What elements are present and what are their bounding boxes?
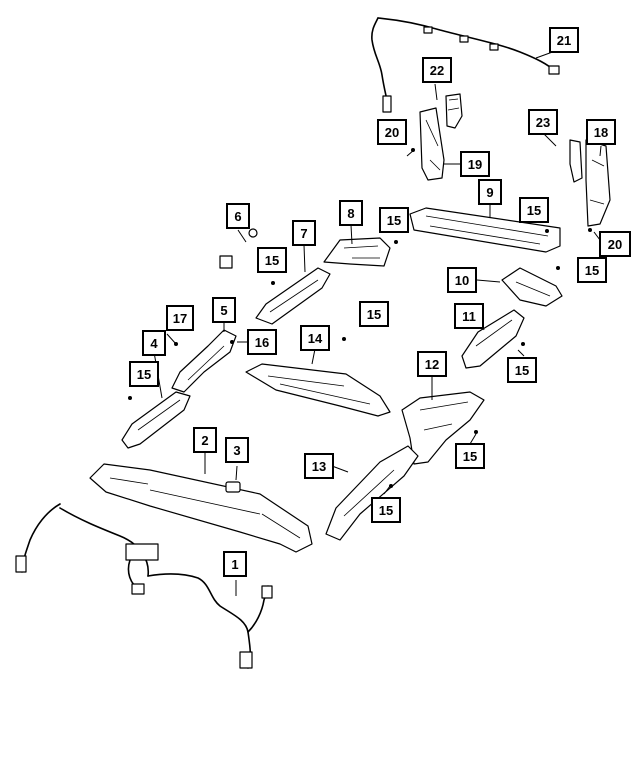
svg-text:7: 7	[300, 226, 307, 241]
svg-text:15: 15	[367, 307, 381, 322]
part-2-crossmember	[89, 463, 313, 553]
part-22-bracket	[445, 93, 463, 129]
part-13-rail	[325, 445, 419, 541]
connector-icon	[261, 585, 273, 599]
svg-text:9: 9	[486, 185, 493, 200]
callout-13: 13	[304, 453, 334, 479]
svg-text:15: 15	[265, 253, 279, 268]
callout-10: 10	[447, 267, 477, 293]
callout-14: 14	[300, 325, 330, 351]
svg-text:18: 18	[594, 125, 608, 140]
part-18-pillar	[585, 139, 611, 227]
svg-text:15: 15	[585, 263, 599, 278]
callout-23: 23	[528, 109, 558, 135]
part-5-bracket	[171, 329, 237, 393]
callout-15-f: 15	[507, 357, 537, 383]
svg-text:23: 23	[536, 115, 550, 130]
callout-21: 21	[549, 27, 579, 53]
callout-15-a: 15	[257, 247, 287, 273]
part-6-fastener	[219, 228, 258, 269]
svg-text:3: 3	[233, 443, 240, 458]
part-4-rail	[121, 391, 191, 449]
svg-text:8: 8	[347, 206, 354, 221]
callout-15-i: 15	[371, 497, 401, 523]
svg-text:11: 11	[462, 309, 476, 324]
connector-icon	[15, 555, 27, 573]
svg-text:20: 20	[385, 125, 399, 140]
svg-text:5: 5	[220, 303, 227, 318]
callout-9: 9	[478, 179, 502, 205]
callout-15-g: 15	[129, 361, 159, 387]
callout-7: 7	[292, 220, 316, 246]
svg-text:15: 15	[515, 363, 529, 378]
callout-5: 5	[212, 297, 236, 323]
callout-8: 8	[339, 200, 363, 226]
callout-4: 4	[142, 330, 166, 356]
part-23-bracket	[569, 139, 583, 183]
svg-text:17: 17	[173, 311, 187, 326]
callout-16: 16	[247, 329, 277, 355]
svg-text:15: 15	[379, 503, 393, 518]
connector-icon	[125, 543, 159, 561]
callout-20-a: 20	[377, 119, 407, 145]
clips	[128, 148, 592, 488]
callout-20-b: 20	[599, 231, 631, 257]
part-19-pillar	[419, 107, 445, 181]
svg-text:15: 15	[137, 367, 151, 382]
part-9-sill-rail	[409, 207, 561, 253]
part-10-bracket	[501, 267, 563, 307]
part-14-crossmember	[245, 363, 391, 417]
callout-6: 6	[226, 203, 250, 229]
part-7-rail	[255, 267, 331, 325]
callout-15-c: 15	[519, 197, 549, 223]
callout-1: 1	[223, 551, 247, 577]
callout-11: 11	[454, 303, 484, 329]
svg-text:19: 19	[468, 157, 482, 172]
callout-3: 3	[225, 437, 249, 463]
svg-text:15: 15	[387, 213, 401, 228]
connector-icon	[239, 651, 253, 669]
svg-text:15: 15	[527, 203, 541, 218]
svg-text:4: 4	[150, 336, 158, 351]
callout-18: 18	[586, 119, 616, 145]
svg-text:6: 6	[234, 209, 241, 224]
callout-19: 19	[460, 151, 490, 177]
callout-2: 2	[193, 427, 217, 453]
svg-text:10: 10	[455, 273, 469, 288]
callout-15-h: 15	[455, 443, 485, 469]
clip-icon	[489, 43, 499, 51]
svg-text:14: 14	[308, 331, 323, 346]
svg-text:15: 15	[463, 449, 477, 464]
svg-text:1: 1	[231, 557, 238, 572]
callout-15-b: 15	[379, 207, 409, 233]
callout-12: 12	[417, 351, 447, 377]
part-8-bracket	[323, 237, 391, 267]
leader-lines	[153, 49, 602, 596]
connector-icon	[382, 95, 392, 113]
svg-text:12: 12	[425, 357, 439, 372]
connector-icon	[131, 583, 145, 595]
svg-text:16: 16	[255, 335, 269, 350]
svg-text:20: 20	[608, 237, 622, 252]
callout-15-e: 15	[359, 301, 389, 327]
part-21-roof-harness	[371, 17, 560, 113]
callout-17: 17	[166, 305, 194, 331]
clip-icon	[459, 35, 469, 43]
svg-text:22: 22	[430, 63, 444, 78]
connector-icon	[548, 65, 560, 75]
clip-icon	[423, 26, 433, 34]
svg-text:21: 21	[557, 33, 571, 48]
callout-22: 22	[422, 57, 452, 83]
callout-15-d: 15	[577, 257, 607, 283]
part-1-floor-harness	[15, 503, 273, 669]
part-3-plug	[225, 481, 241, 493]
svg-text:2: 2	[201, 433, 208, 448]
svg-text:13: 13	[312, 459, 326, 474]
